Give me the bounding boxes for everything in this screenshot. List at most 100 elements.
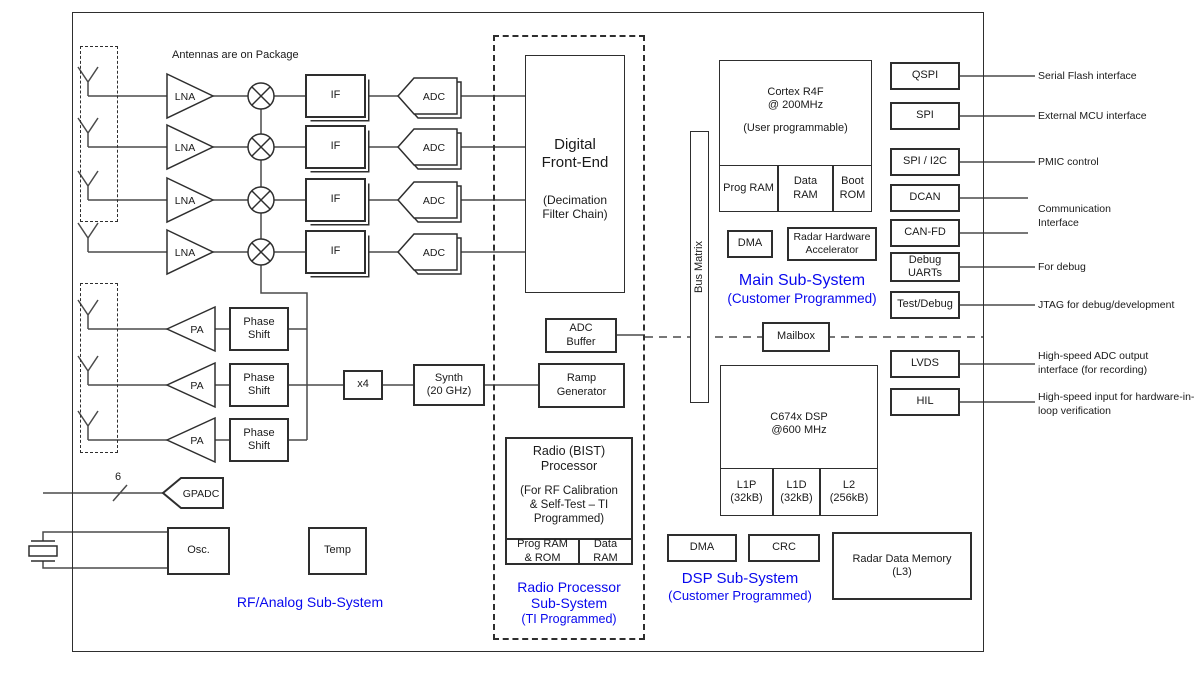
gpadc-label: GPADC <box>183 488 220 500</box>
dsp-subsystem-label: DSP Sub-System <box>681 570 799 587</box>
pa-amplifier <box>165 361 216 409</box>
bus-matrix: Bus Matrix <box>690 131 709 403</box>
antennas-note: Antennas are on Package <box>172 49 299 61</box>
radio-processor-subsystem-label: Radio Processor Sub-System <box>517 579 621 611</box>
adc-block <box>396 181 458 219</box>
radio-subsystem-boundary <box>493 35 645 640</box>
svg-text-labels: LNA LNA LNA LNA ADC ADC ADC ADC PA PA PA… <box>115 91 446 500</box>
antenna-icon <box>77 355 99 385</box>
boot-rom-cell: Boot ROM <box>833 165 872 212</box>
temp-block: Temp <box>308 527 367 575</box>
pa-label: PA <box>190 380 203 392</box>
pa-amplifier <box>165 416 216 464</box>
hil-block: HIL <box>890 388 960 416</box>
dfe-title: Digital Front-End <box>541 136 609 172</box>
if-box: IF <box>305 125 366 169</box>
synth-block: Synth (20 GHz) <box>413 364 485 406</box>
main-subsystem-sublabel: (Customer Programmed) <box>727 291 877 306</box>
crystal-icon <box>28 540 58 562</box>
crystal-wires <box>42 531 167 569</box>
radio-bist-processor-block: Radio (BIST) Processor (For RF Calibrati… <box>505 437 633 565</box>
serial-flash-label: Serial Flash interface <box>1038 70 1137 82</box>
pa-label: PA <box>190 324 203 336</box>
lna-amplifiers <box>166 72 215 276</box>
dfe-subtitle: (Decimation Filter Chain) <box>542 192 608 222</box>
mixer-icon <box>247 186 275 214</box>
communication-interface-label: Communication Interface <box>1038 203 1111 229</box>
antenna-icon <box>77 299 99 329</box>
antenna-icon <box>77 170 99 200</box>
bist-note: (For RF Calibration & Self-Test – TI Pro… <box>520 484 618 525</box>
adc-block <box>396 233 458 271</box>
lna-amplifier <box>166 176 215 224</box>
bist-data-ram-cell: Data RAM <box>578 538 633 565</box>
phase-shift-block: Phase Shift <box>229 363 289 407</box>
antenna-icon <box>77 117 99 147</box>
adc-converters <box>396 77 462 275</box>
spi-i2c-block: SPI / I2C <box>890 148 960 176</box>
lna-label: LNA <box>175 195 195 207</box>
adc-label: ADC <box>423 195 446 207</box>
ramp-generator-block: Ramp Generator <box>538 363 625 408</box>
antenna-icons <box>77 66 99 440</box>
pa-label: PA <box>190 435 203 447</box>
lvds-block: LVDS <box>890 350 960 378</box>
for-debug-label: For debug <box>1038 261 1086 273</box>
main-subsystem-label: Main Sub-System <box>738 272 866 289</box>
if-box: IF <box>305 230 366 274</box>
bist-prog-ram-rom-cell: Prog RAM & ROM <box>505 538 580 565</box>
lna-label: LNA <box>175 91 195 103</box>
pa-amplifier <box>165 305 216 353</box>
mixer-icons <box>247 82 275 266</box>
bus-width-slash <box>112 484 128 502</box>
test-debug-block: Test/Debug <box>890 291 960 319</box>
adc-label: ADC <box>423 247 446 259</box>
cortex-title: Cortex R4F @ 200MHz <box>767 86 824 112</box>
external-mcu-label: External MCU interface <box>1038 110 1147 122</box>
radar-hardware-accelerator-block: Radar Hardware Accelerator <box>787 227 877 261</box>
if-box: IF <box>305 178 366 222</box>
adc-block <box>396 128 458 166</box>
if-box: IF <box>305 74 366 118</box>
crc-block: CRC <box>748 534 820 562</box>
adc-label: ADC <box>423 91 446 103</box>
adc-block <box>396 77 458 115</box>
radar-data-memory-block: Radar Data Memory (L3) <box>832 532 972 600</box>
pa-amplifiers <box>165 305 216 464</box>
phase-shift-block: Phase Shift <box>229 418 289 462</box>
connector-lines <box>42 75 1035 569</box>
dsp-subsystem-sublabel: (Customer Programmed) <box>668 588 812 603</box>
dsp-dma-block: DMA <box>667 534 737 562</box>
tx-antenna-group-box <box>80 283 118 453</box>
rx-antenna-group-box <box>80 46 118 222</box>
chip-outer-border <box>72 12 984 652</box>
dcan-block: DCAN <box>890 184 960 212</box>
lvds-interface-label: High-speed ADC output interface (for rec… <box>1038 350 1149 376</box>
digital-front-end-block: Digital Front-End (Decimation Filter Cha… <box>525 55 625 293</box>
cortex-note: (User programmable) <box>743 121 848 134</box>
hil-interface-label: High-speed input for hardware-in- loop v… <box>1038 391 1195 417</box>
gpadc-block <box>161 477 224 509</box>
lna-label: LNA <box>175 142 195 154</box>
mixer-icon <box>247 82 275 110</box>
debug-uarts-block: Debug UARTs <box>890 252 960 282</box>
jtag-label: JTAG for debug/development <box>1038 299 1175 311</box>
mixer-icon <box>247 133 275 161</box>
lna-amplifier <box>166 123 215 171</box>
mailbox-block: Mailbox <box>762 322 830 352</box>
qspi-block: QSPI <box>890 62 960 90</box>
spi-block: SPI <box>890 102 960 130</box>
antenna-icon <box>77 222 99 252</box>
x4-multiplier-block: x4 <box>343 370 383 400</box>
l1d-cell: L1D (32kB) <box>773 468 820 516</box>
adc-buffer-block: ADC Buffer <box>545 318 617 353</box>
antenna-icon <box>77 66 99 96</box>
adc-label: ADC <box>423 142 446 154</box>
rf-analog-subsystem-label: RF/Analog Sub-System <box>236 594 384 610</box>
bist-title: Radio (BIST) Processor <box>532 444 606 474</box>
lna-amplifier <box>166 72 215 120</box>
lna-amplifier <box>166 228 215 276</box>
prog-ram-cell: Prog RAM <box>719 165 778 212</box>
